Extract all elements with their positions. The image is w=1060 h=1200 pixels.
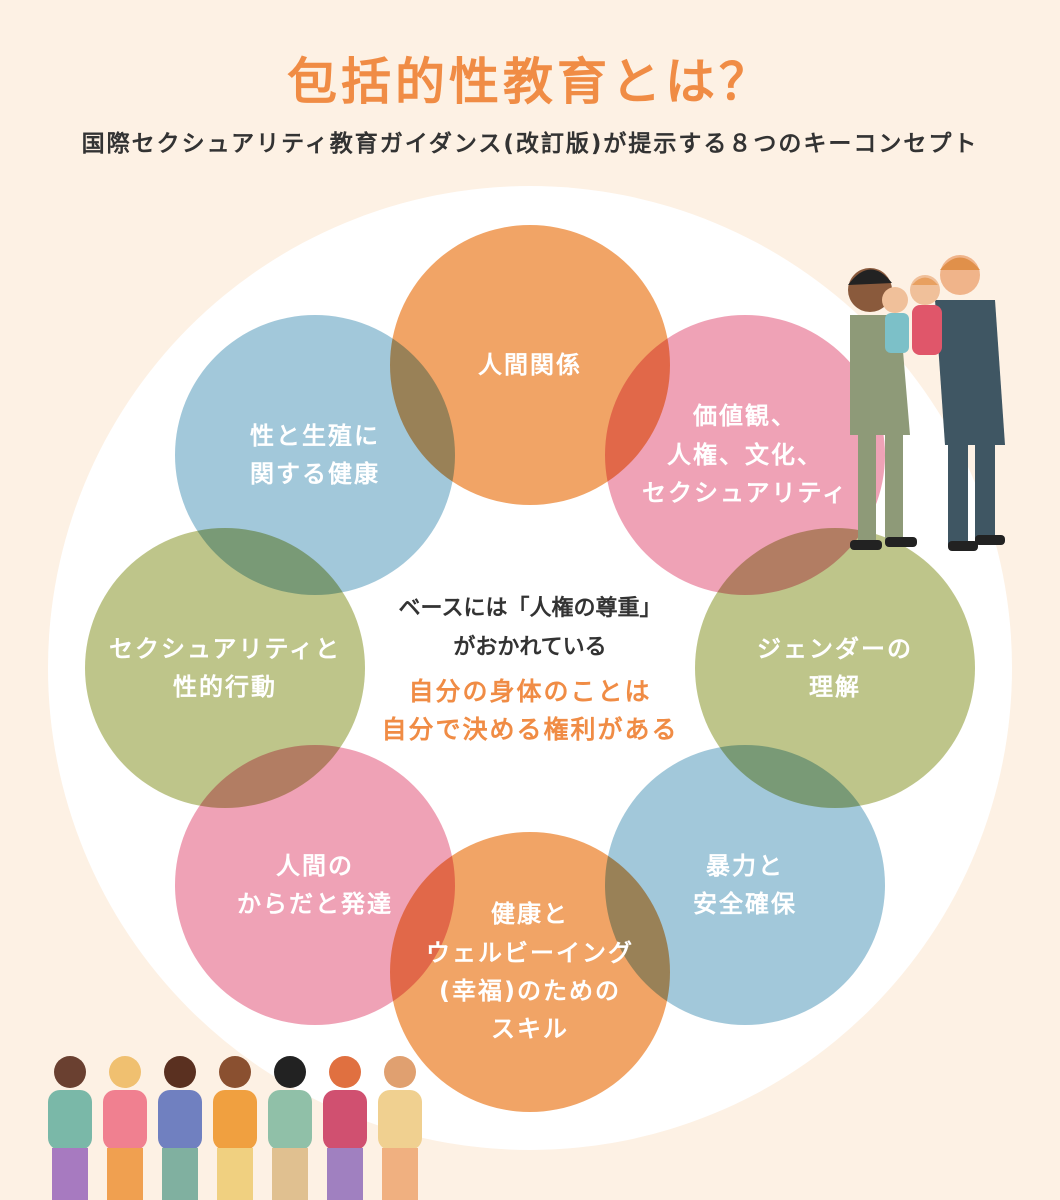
family-illustration — [848, 255, 1005, 551]
person-head — [384, 1056, 416, 1088]
concept-label: 人間関係 — [478, 350, 582, 379]
person-legs — [162, 1148, 198, 1200]
person-body — [48, 1090, 92, 1150]
person-body — [378, 1090, 422, 1150]
concept-label: 暴力と 安全確保 — [693, 851, 797, 918]
concept-label: 健康と ウェルビーイング (幸福)のための スキル — [426, 900, 634, 1044]
person-head — [274, 1056, 306, 1088]
person-head — [109, 1056, 141, 1088]
person-body — [103, 1090, 147, 1150]
person-head — [219, 1056, 251, 1088]
person-head — [329, 1056, 361, 1088]
center-base-text: ベースには「人権の尊重」 がおかれている — [398, 596, 662, 660]
concept-label: ジェンダーの 理解 — [757, 634, 913, 701]
concept-circle — [175, 315, 455, 595]
center-message: ベースには「人権の尊重」 がおかれている 自分の身体のことは 自分で決める権利が… — [340, 590, 720, 748]
person-legs — [327, 1148, 363, 1200]
group-illustration — [48, 1056, 422, 1200]
person-body — [213, 1090, 257, 1150]
concept-label: セクシュアリティと 性的行動 — [108, 634, 342, 701]
concept-label: 性と生殖に 関する健康 — [250, 421, 380, 488]
person-head — [54, 1056, 86, 1088]
concept-label: 人間の からだと発達 — [237, 851, 393, 918]
center-emphasis-text: 自分の身体のことは 自分で決める権利がある — [381, 677, 679, 744]
concept-label: 価値観、 人権、文化、 セクシュアリティ — [641, 402, 849, 508]
page-subtitle: 国際セクシュアリティ教育ガイダンス(改訂版)が提示する８つのキーコンセプト — [81, 131, 979, 157]
person-legs — [382, 1148, 418, 1200]
person-legs — [107, 1148, 143, 1200]
person-body — [268, 1090, 312, 1150]
person-body — [158, 1090, 202, 1150]
person-legs — [217, 1148, 253, 1200]
person-legs — [52, 1148, 88, 1200]
person-legs — [272, 1148, 308, 1200]
person-head — [164, 1056, 196, 1088]
person-body — [323, 1090, 367, 1150]
page-title: 包括的性教育とは？ — [287, 53, 773, 111]
